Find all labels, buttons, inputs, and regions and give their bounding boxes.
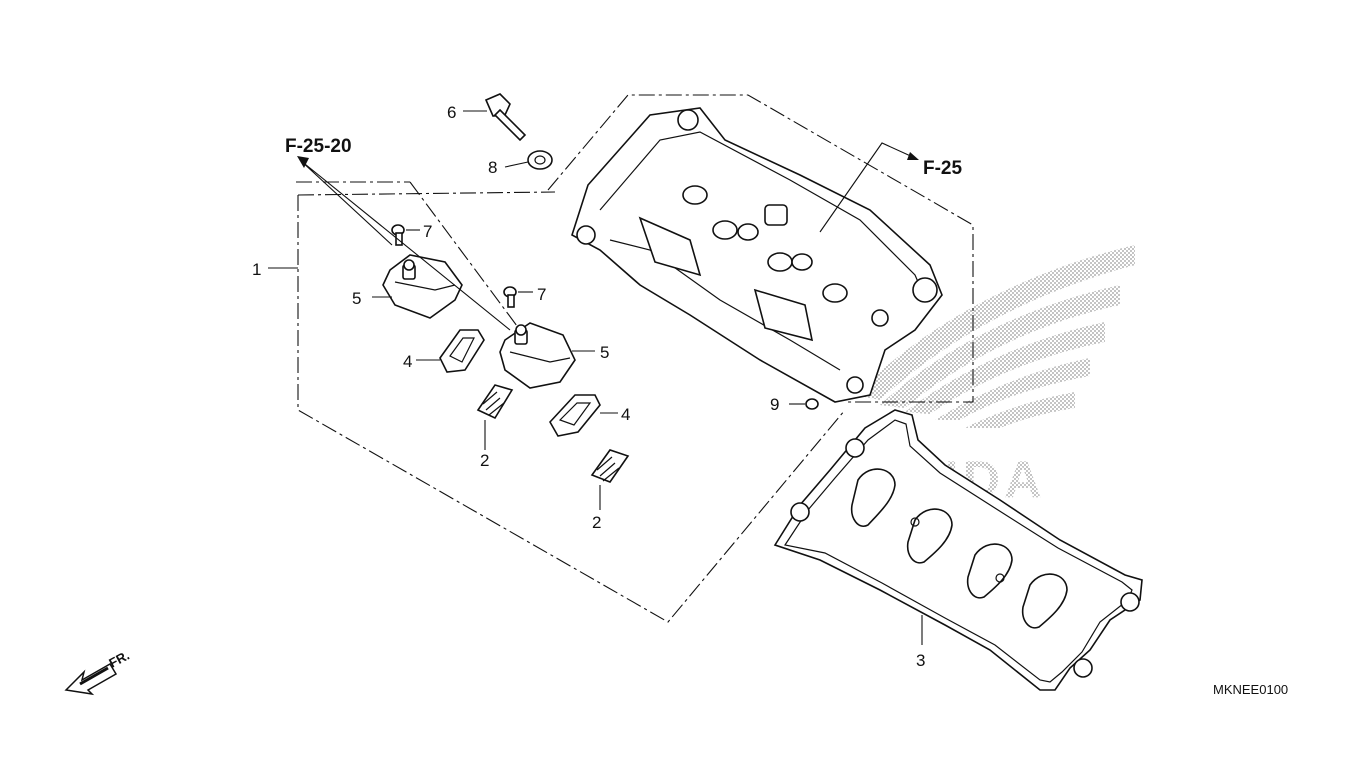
callout-5-lower: 5	[600, 343, 609, 362]
bolt-7-upper	[391, 224, 405, 246]
reference-f-25[interactable]: F-25	[923, 158, 963, 179]
callout-7-upper: 7	[423, 222, 432, 241]
diagram-code: MKNEE0100	[1213, 682, 1288, 697]
reed-seal-lower	[549, 394, 601, 437]
bolt-7-lower	[503, 286, 517, 308]
breather-cover-left	[382, 254, 463, 319]
washer-8	[527, 150, 553, 170]
front-direction-marker: FR.	[64, 648, 132, 696]
cylinder-head-cover	[571, 107, 943, 403]
callout-4-lower: 4	[621, 405, 630, 424]
grommet-9	[805, 398, 819, 410]
fastener-guide-line	[296, 181, 521, 331]
reed-seal-upper	[439, 329, 485, 373]
breather-cover-right	[499, 322, 576, 389]
callout-1: 1	[252, 260, 261, 279]
group-outline-right	[547, 94, 974, 403]
callout-6: 6	[447, 103, 456, 122]
callout-3: 3	[916, 651, 925, 670]
reference-f-25-20[interactable]: F-25-20	[285, 136, 352, 157]
callout-9: 9	[770, 395, 779, 414]
reed-valve-upper	[476, 384, 514, 420]
cover-bolt-6	[484, 93, 527, 142]
leader-lines	[268, 110, 923, 645]
head-cover-gasket	[773, 409, 1143, 691]
callout-7-lower: 7	[537, 285, 546, 304]
callout-8: 8	[488, 158, 497, 177]
callout-5-upper: 5	[352, 289, 361, 308]
reed-valve-lower	[590, 449, 630, 483]
callout-4-upper: 4	[403, 352, 412, 371]
group-outline-left	[297, 191, 846, 623]
callout-2-lower: 2	[592, 513, 601, 532]
callout-2-upper: 2	[480, 451, 489, 470]
